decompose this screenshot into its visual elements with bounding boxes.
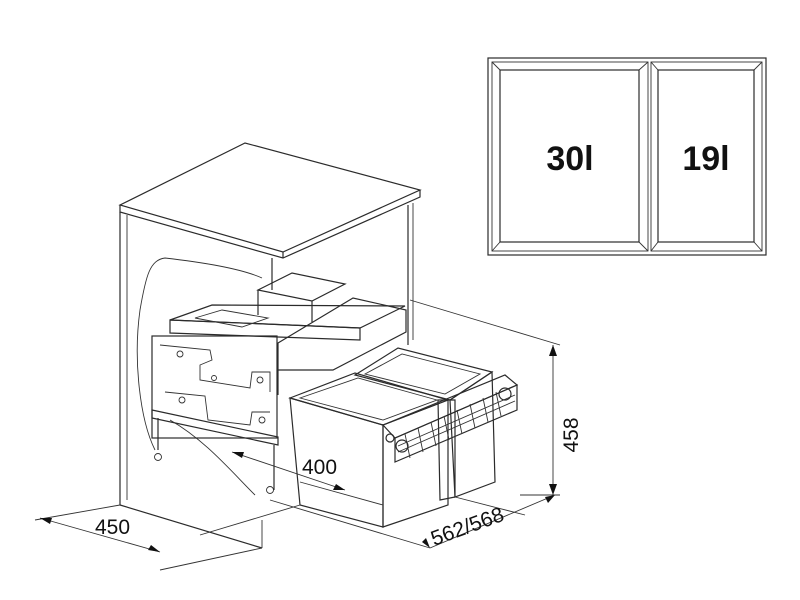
left-bin-outline <box>491 61 649 252</box>
large-bin <box>288 372 450 528</box>
capacity-top-view: 30l 19l <box>487 57 767 256</box>
cabinet-outline <box>118 142 422 549</box>
drawer-frame <box>151 272 407 490</box>
pull-out-bins <box>288 347 519 528</box>
dimension-depth: 562/568 <box>428 503 507 551</box>
right-bin-capacity-label: 19l <box>682 140 729 178</box>
left-bin-capacity-label: 30l <box>546 140 593 178</box>
front-frame-grid <box>381 374 519 463</box>
dimension-lines <box>34 299 561 571</box>
dimension-height: 458 <box>560 417 583 452</box>
right-bin-outline <box>650 61 763 252</box>
dimension-cabinet-width: 450 <box>95 516 130 539</box>
dimension-drawer-width: 400 <box>302 456 337 479</box>
